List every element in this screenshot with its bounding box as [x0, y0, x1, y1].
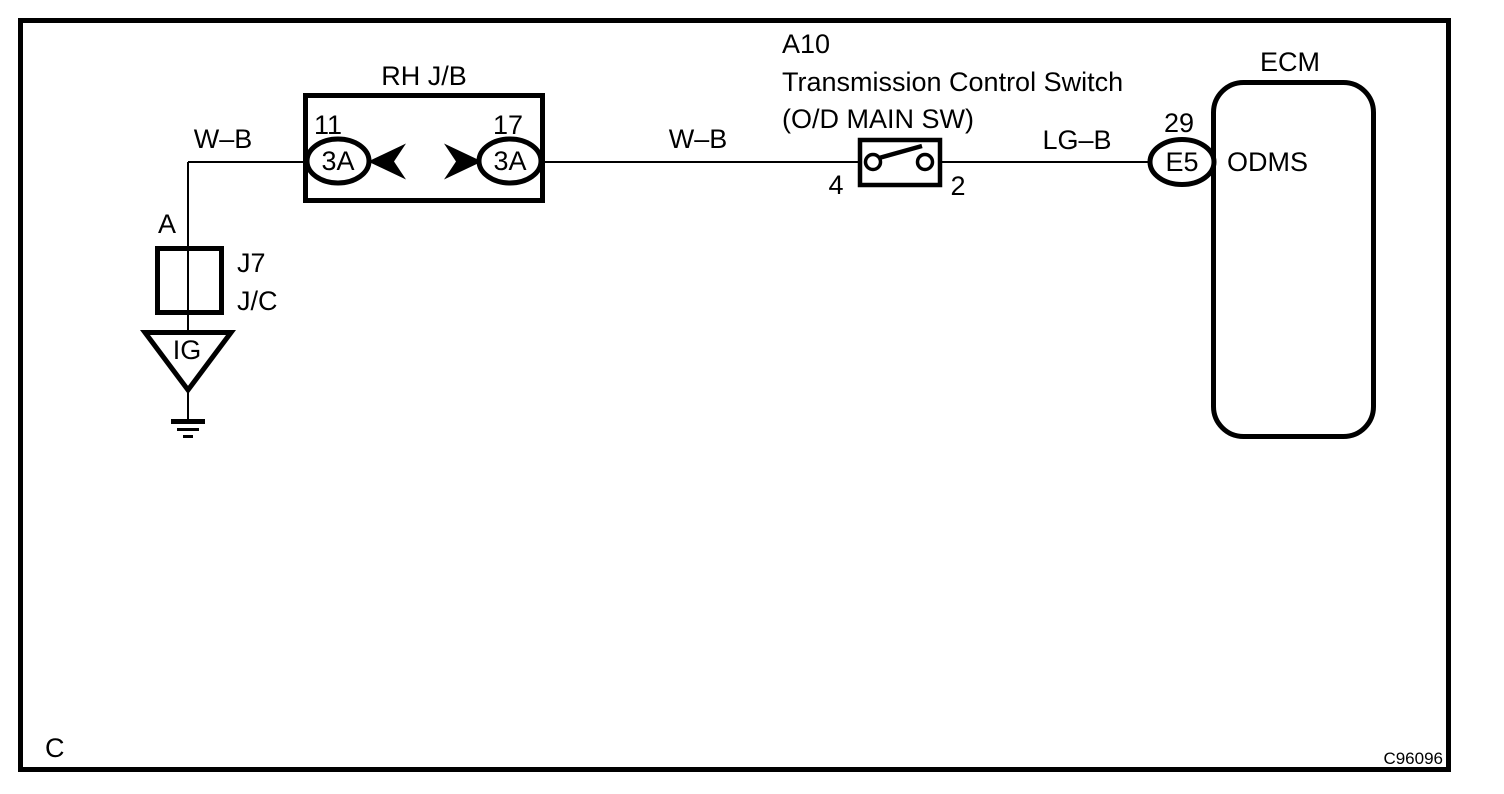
junction-connector-box	[155, 246, 224, 315]
diagram-frame	[18, 18, 1451, 772]
wire-label-lgb: LG–B	[1042, 125, 1111, 155]
switch-blade	[878, 143, 923, 161]
junction-block-connector-left-oval	[304, 136, 372, 186]
junction-block-title: RH J/B	[381, 61, 467, 91]
ground-source-label: IG	[173, 335, 202, 365]
switch-pin-2-label: 2	[950, 171, 965, 201]
ecm-terminal-label: ODMS	[1227, 147, 1308, 177]
ecm-box	[1211, 80, 1376, 439]
junction-connector-code-label: J7	[237, 248, 266, 278]
switch-contact-left	[863, 152, 883, 172]
junction-block-pin-11-label: 11	[314, 110, 342, 140]
ground-source-triangle	[140, 330, 236, 395]
ground-symbol-bar-2	[177, 428, 199, 431]
ecm-connector-label: E5	[1165, 147, 1198, 177]
wire-label-wb-left: W–B	[194, 124, 253, 154]
switch-name-label: Transmission Control Switch	[782, 67, 1123, 97]
ground-symbol-bar-1	[171, 419, 205, 424]
junction-block-connector-right-oval	[476, 136, 544, 186]
ecm-title: ECM	[1260, 47, 1320, 77]
ground-symbol-bar-3	[183, 435, 193, 438]
junction-connector-pin-label: A	[158, 209, 176, 239]
figure-code-label: C96096	[1383, 749, 1443, 768]
junction-block-arrow-right-icon	[444, 143, 482, 180]
switch-contact-right	[915, 152, 935, 172]
switch-alias-label: (O/D MAIN SW)	[782, 104, 974, 134]
junction-block-connector-right-label: 3A	[493, 146, 526, 176]
junction-block-arrow-left-icon	[368, 143, 406, 180]
ecm-pin-29-label: 29	[1164, 108, 1194, 138]
switch-pin-4-label: 4	[828, 170, 843, 200]
junction-connector-type-label: J/C	[237, 286, 278, 316]
switch-code-label: A10	[782, 29, 830, 59]
wire-label-wb-middle: W–B	[669, 124, 728, 154]
junction-block-pin-17-label: 17	[493, 110, 523, 140]
footer-section-label: C	[45, 733, 65, 763]
junction-block-connector-left-label: 3A	[321, 146, 354, 176]
ecm-connector-oval	[1147, 137, 1217, 187]
